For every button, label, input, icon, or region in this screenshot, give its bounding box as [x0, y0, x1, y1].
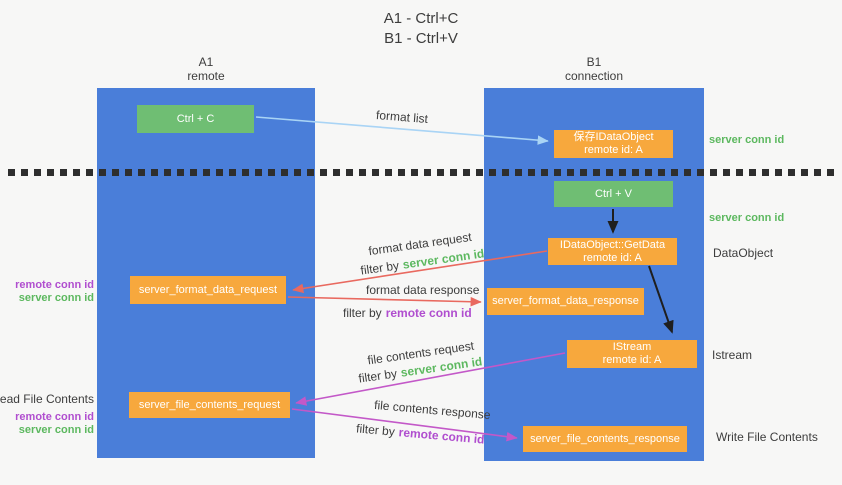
right-label-server-conn-id-2: server conn id: [709, 212, 785, 224]
lifeline-a1-role: remote: [187, 69, 225, 83]
node-save-idataobject: 保存IDataObject remote id: A: [554, 130, 673, 158]
edge-label-format-data-response: format data response: [366, 283, 479, 297]
arrow-file-contents-request: [295, 352, 566, 406]
lifeline-b1-id: B1: [586, 55, 602, 69]
node-ctrl-v-label: Ctrl + V: [595, 187, 632, 200]
node-server-file-contents-response: server_file_contents_response: [523, 426, 687, 452]
node-ctrl-c: Ctrl + C: [137, 105, 254, 133]
arrow-format-data-response: [287, 296, 482, 307]
lifeline-header-a1: A1 remote: [97, 55, 315, 83]
remote-conn-id-text: remote conn id: [385, 306, 472, 320]
node-save-idataobject-line2: remote id: A: [584, 144, 643, 156]
node-ctrl-c-label: Ctrl + C: [176, 112, 215, 125]
right-label-server-conn-id-1: server conn id: [709, 134, 785, 146]
left-label-server-conn-id-2: server conn id: [18, 424, 94, 436]
node-file-contents-response-label: server_file_contents_response: [530, 432, 680, 445]
arrow-format-data-request: [292, 250, 548, 294]
right-label-write-file-contents: Write File Contents: [716, 430, 818, 444]
node-server-format-data-request: server_format_data_request: [130, 276, 286, 304]
left-label-remote-conn-id-2: remote conn id: [15, 411, 94, 423]
node-server-format-data-response: server_format_data_response: [487, 288, 644, 315]
title-line-2: B1 - Ctrl+V: [384, 30, 458, 47]
node-idataobject-getdata: IDataObject::GetData remote id: A: [548, 238, 677, 265]
left-label-read-file-contents: Read File Contents: [0, 392, 94, 406]
arrow-format-list: [255, 116, 549, 145]
arrow-getdata-to-istream: [648, 265, 674, 334]
lifeline-header-b1: B1 connection: [484, 55, 704, 83]
filter-by-text: filter by: [343, 306, 382, 320]
node-getdata-line2: remote id: A: [583, 251, 642, 264]
node-format-data-request-label: server_format_data_request: [138, 283, 278, 296]
left-label-remote-conn-id-1: remote conn id: [15, 279, 94, 291]
title-line-1: A1 - Ctrl+C: [383, 10, 459, 27]
node-save-idataobject-line1: 保存IDataObject: [573, 131, 654, 143]
node-getdata-line1: IDataObject::GetData: [559, 238, 666, 251]
format-data-response-text: format data response: [366, 283, 480, 297]
node-istream: IStream remote id: A: [567, 340, 697, 368]
node-istream-line1: IStream: [612, 341, 652, 353]
arrow-file-contents-response: [291, 408, 518, 442]
node-format-data-response-label: server_format_data_response: [492, 295, 639, 307]
node-server-file-contents-request: server_file_contents_request: [129, 392, 290, 418]
left-label-server-conn-id-1: server conn id: [18, 292, 94, 304]
session-separator-line: [8, 169, 835, 176]
lifeline-a1-id: A1: [198, 55, 214, 69]
lifeline-b1-role: connection: [564, 69, 624, 83]
right-label-dataobject: DataObject: [713, 246, 774, 260]
node-istream-line2: remote id: A: [602, 354, 662, 366]
node-file-contents-request-label: server_file_contents_request: [138, 398, 281, 411]
right-label-istream: Istream: [712, 348, 753, 362]
diagram-title: A1 - Ctrl+C B1 - Ctrl+V: [0, 9, 842, 49]
node-ctrl-v: Ctrl + V: [554, 181, 673, 207]
